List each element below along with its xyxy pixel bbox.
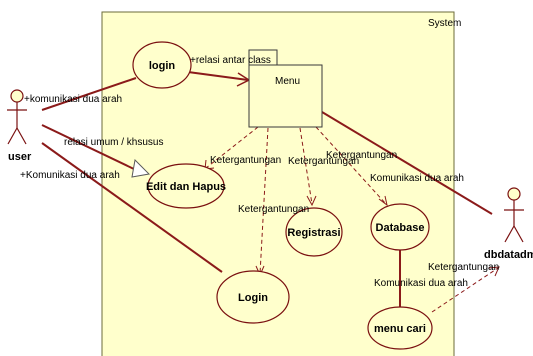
actor-user[interactable]: user bbox=[7, 89, 32, 163]
actor-user-label: user bbox=[8, 151, 32, 163]
usecase-login-bottom[interactable] bbox=[216, 270, 290, 324]
dep-menu-login bbox=[259, 127, 269, 275]
usecase-login-bottom-label: Login bbox=[238, 292, 268, 304]
label-komunikasi-cari: Komunikasi dua arah bbox=[374, 278, 468, 289]
label-relasi-antar-class: +relasi antar class bbox=[190, 55, 271, 66]
actor-db-leg-right bbox=[513, 225, 524, 243]
package-menu-label: Menu bbox=[275, 76, 300, 87]
dep-arrow-admin bbox=[488, 266, 500, 277]
usecase-registrasi-label: Registrasi bbox=[287, 227, 340, 239]
dep-menu-reg bbox=[299, 127, 313, 205]
generalization-arrow bbox=[131, 158, 151, 178]
dep-arrow-reg bbox=[306, 195, 317, 207]
usecase-login-top-label: login bbox=[149, 60, 176, 72]
system-label: System bbox=[428, 18, 461, 29]
edge-user-edit bbox=[41, 124, 137, 171]
package-menu[interactable]: Menu bbox=[248, 49, 323, 128]
label-ketergantungan-db: Ketergantungan bbox=[326, 150, 397, 161]
dep-menu-db bbox=[315, 126, 387, 205]
label-komunikasi-db: Komunikasi dua arah bbox=[370, 173, 464, 184]
label-relasi-umum: relasi umum / khsusus bbox=[64, 137, 163, 148]
usecase-registrasi[interactable] bbox=[285, 207, 343, 257]
usecase-login-top[interactable] bbox=[132, 41, 192, 89]
usecase-database-label: Database bbox=[376, 222, 425, 234]
label-ketergantungan-login: Ketergantungan bbox=[238, 204, 309, 215]
label-komunikasi-user: +komunikasi dua arah bbox=[24, 94, 122, 105]
label-ketergantungan-reg: Ketergantungan bbox=[288, 156, 359, 167]
actor-user-head bbox=[10, 89, 24, 103]
actor-user-leg-left bbox=[7, 127, 18, 145]
dep-arrow-db bbox=[378, 195, 388, 207]
usecase-menu-cari-label: menu cari bbox=[374, 323, 426, 335]
actor-user-leg-right bbox=[16, 127, 27, 145]
dep-menucari-admin bbox=[431, 267, 499, 313]
edge-login-menu bbox=[187, 71, 249, 81]
usecase-edit-hapus-label: Edit dan Hapus bbox=[146, 181, 226, 193]
package-menu-body bbox=[248, 64, 323, 128]
usecase-edit-hapus[interactable] bbox=[147, 163, 225, 209]
usecase-database[interactable] bbox=[370, 203, 430, 251]
label-ketergantungan-admin: Ketergantungan bbox=[428, 262, 499, 273]
actor-db-head bbox=[507, 187, 521, 201]
usecase-menu-cari[interactable] bbox=[367, 306, 433, 350]
actor-dbdatadmin[interactable]: dbdatadmin bbox=[484, 187, 533, 261]
edge-menu-db bbox=[321, 111, 493, 215]
actor-db-label: dbdatadmin bbox=[484, 249, 533, 261]
label-komunikasi-user2: +Komunikasi dua arah bbox=[20, 170, 120, 181]
edge-user-login-bottom bbox=[41, 142, 223, 273]
label-ketergantungan-edit: Ketergantungan bbox=[210, 155, 281, 166]
actor-db-leg-left bbox=[504, 225, 515, 243]
edge-user-login bbox=[41, 77, 137, 111]
